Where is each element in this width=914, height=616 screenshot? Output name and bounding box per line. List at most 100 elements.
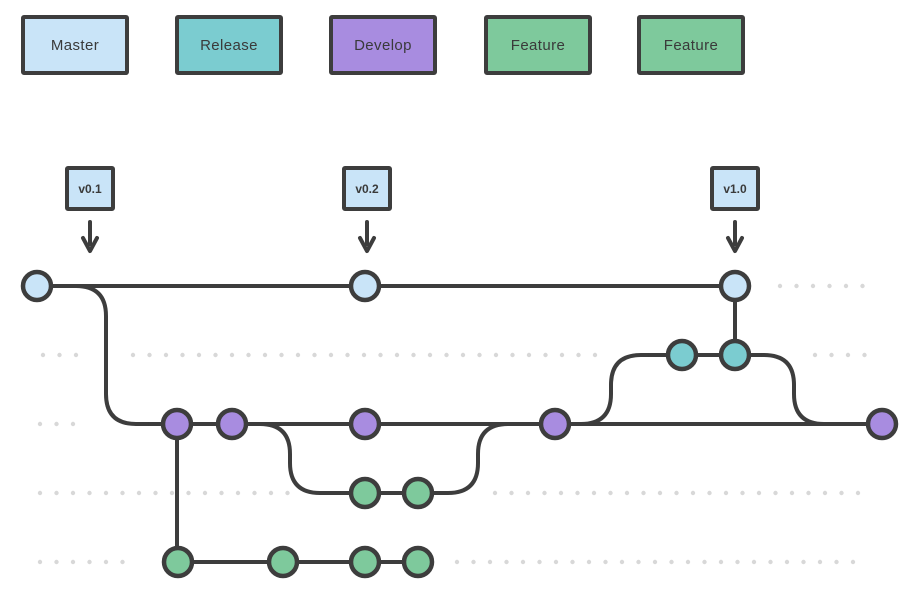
legend-item-label: Master — [50, 36, 100, 54]
lane-dot — [843, 283, 849, 289]
lane-dot — [810, 283, 816, 289]
lane-dot — [411, 352, 416, 358]
lane-dot — [345, 352, 350, 358]
lane-dot — [229, 352, 235, 358]
lane-dot — [707, 490, 712, 496]
tag-arrow-down-icon — [81, 220, 99, 253]
commit-develop-3 — [538, 407, 572, 441]
lane-dot — [827, 283, 832, 289]
commit-release-0 — [665, 338, 699, 372]
link-develop-to-release — [568, 353, 658, 426]
lane-dot — [669, 559, 674, 565]
commit-feature-2-1 — [266, 545, 300, 579]
commit-feature-1-0 — [348, 476, 382, 510]
lane-dot — [636, 559, 641, 565]
lane-dot — [235, 490, 241, 496]
lane-dot — [794, 283, 799, 289]
lane-dot — [73, 352, 79, 358]
legend-item-label: Feature — [663, 36, 719, 54]
lane-dot — [120, 559, 125, 565]
lane-dot — [252, 490, 257, 496]
lane-dot — [789, 490, 795, 496]
lane-dot — [312, 352, 317, 358]
lane-dot — [87, 490, 92, 496]
commit-feature-2-3 — [401, 545, 435, 579]
commit-develop-1 — [215, 407, 249, 441]
lane-dot — [487, 559, 493, 565]
commit-master-0 — [20, 269, 54, 303]
tag-label: v1.0 — [723, 181, 747, 196]
lane-dot — [850, 559, 856, 565]
lane-dot — [361, 352, 367, 358]
tag-label: v0.1 — [78, 181, 102, 196]
commit-release-1 — [718, 338, 752, 372]
lane-dot — [285, 490, 290, 496]
lane-dot — [777, 283, 783, 289]
lane-dot — [735, 559, 740, 565]
lane-dot — [202, 490, 208, 496]
lane-dot — [444, 352, 449, 358]
lane-dot — [460, 352, 466, 358]
lane-dot — [103, 559, 109, 565]
lane-dot — [576, 352, 581, 358]
lane-dot — [180, 352, 185, 358]
lane-dot — [862, 352, 867, 358]
lane-dot — [130, 352, 136, 358]
lane-dot — [37, 421, 43, 427]
lane-dot — [394, 352, 400, 358]
lane-dot — [591, 490, 597, 496]
lane-dot — [829, 352, 834, 358]
lane-dot — [454, 559, 460, 565]
lane-dot — [537, 559, 542, 565]
lane-dot — [510, 352, 515, 358]
legend-item-label: Develop — [354, 36, 412, 54]
tag-arrow-down-icon — [726, 220, 744, 253]
lane-dot — [57, 352, 62, 358]
lane-dot — [37, 490, 43, 496]
lane-dot — [427, 352, 433, 358]
lane-dot — [685, 559, 691, 565]
lane-dot — [812, 352, 818, 358]
lane-dot — [558, 490, 564, 496]
lane-dot — [54, 490, 59, 496]
lane-dot — [817, 559, 823, 565]
lane-dot — [855, 490, 861, 496]
tag-v0.1: v0.1 — [65, 166, 115, 211]
lane-dot — [268, 490, 274, 496]
commit-feature-1-1 — [401, 476, 435, 510]
lane-dot — [213, 352, 218, 358]
tag-label: v0.2 — [355, 181, 379, 196]
lane-dot — [169, 490, 175, 496]
lane-dot — [37, 559, 43, 565]
lane-dot — [723, 490, 729, 496]
lane-dot — [262, 352, 268, 358]
lane-dot — [504, 559, 509, 565]
commit-develop-4 — [865, 407, 899, 441]
lane-dot — [839, 490, 844, 496]
legend-item-feature-3: Feature — [484, 15, 592, 75]
lane-dot — [70, 421, 76, 427]
lane-dot — [624, 490, 630, 496]
lane-dot — [196, 352, 202, 358]
lane-dot — [702, 559, 707, 565]
lane-dot — [526, 352, 532, 358]
lane-dot — [525, 490, 531, 496]
lane-dot — [70, 559, 76, 565]
lane-dot — [295, 352, 301, 358]
legend-item-label: Release — [200, 36, 258, 54]
lane-dot — [553, 559, 559, 565]
lane-dot — [378, 352, 383, 358]
lane-dot — [559, 352, 565, 358]
lane-dot — [136, 490, 142, 496]
lane-dot — [279, 352, 284, 358]
tag-v1.0: v1.0 — [710, 166, 760, 211]
lane-dot — [492, 490, 498, 496]
lane-dot — [740, 490, 745, 496]
lane-dot — [592, 352, 598, 358]
lane-dot — [509, 490, 514, 496]
lane-dot — [471, 559, 476, 565]
lane-dot — [834, 559, 839, 565]
legend-item-release-1: Release — [175, 15, 283, 75]
lane-dot — [147, 352, 152, 358]
